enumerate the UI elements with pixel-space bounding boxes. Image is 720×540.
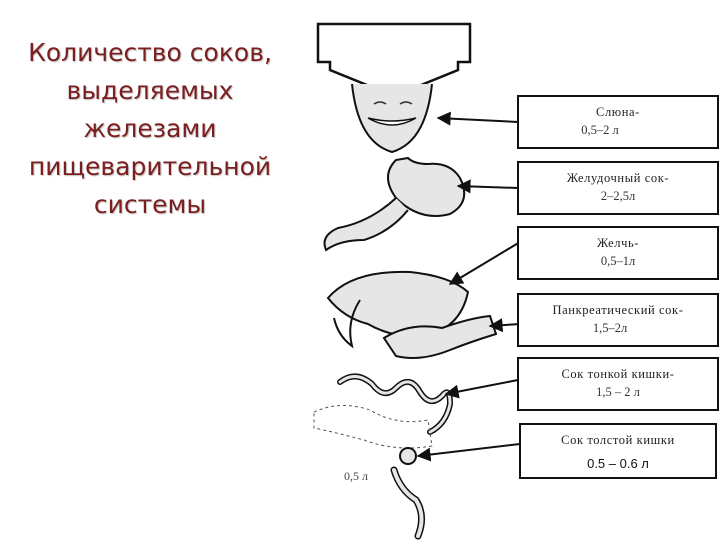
box-large-intestine-juice-label: Сок толстой кишки [561,433,675,447]
large-intestine-icon [394,448,422,536]
small-intestine-juice-arrow [446,380,518,394]
box-saliva-label: Слюна- [596,105,640,119]
pancreatic-juice-arrow [490,324,520,326]
small-intestine-icon [314,376,450,448]
rectum-juice-value: 0,5 л [344,469,368,483]
title-line-3: железами [0,110,300,148]
box-bile-value: 0,5–1л [601,254,635,268]
box-gastric-juice-value: 2–2,5л [601,189,635,203]
box-small-intestine-juice-value: 1,5 – 2 л [596,385,640,399]
box-bile: Желчь- 0,5–1л [518,227,718,279]
box-small-intestine-juice: Сок тонкой кишки- 1,5 – 2 л [518,358,718,410]
face-icon [352,84,432,152]
box-large-intestine-juice: Сок толстой кишки 0.5 – 0.6 л [520,424,716,478]
bile-arrow [450,242,520,284]
box-large-intestine-juice-value: 0.5 – 0.6 л [587,456,649,471]
box-gastric-juice: Желудочный сок- 2–2,5л [518,162,718,214]
saliva-arrow [438,118,518,122]
box-saliva: Слюна- 0,5–2 л [518,96,718,148]
box-bile-label: Желчь- [597,236,639,250]
box-gastric-juice-label: Желудочный сок- [567,171,669,185]
slide-title: Количество соков, выделяемых железами пи… [0,34,300,224]
box-saliva-value: 0,5–2 л [581,123,619,137]
box-pancreatic-juice-value: 1,5–2л [593,321,627,335]
box-pancreatic-juice: Панкреатический сок- 1,5–2л [518,294,718,346]
title-line-2: выделяемых [0,72,300,110]
box-pancreatic-juice-label: Панкреатический сок- [553,303,684,317]
box-small-intestine-juice-label: Сок тонкой кишки- [561,367,674,381]
stomach-icon [325,158,465,250]
digestive-juices-diagram: 0,5 л Слюна- 0,5–2 л Желудочный сок- 2–2… [300,0,720,540]
title-line-4: пищеварительной [0,148,300,186]
gastric-juice-arrow [458,186,518,188]
large-intestine-juice-arrow [418,444,520,456]
title-line-1: Количество соков, [0,34,300,72]
title-line-5: системы [0,186,300,224]
